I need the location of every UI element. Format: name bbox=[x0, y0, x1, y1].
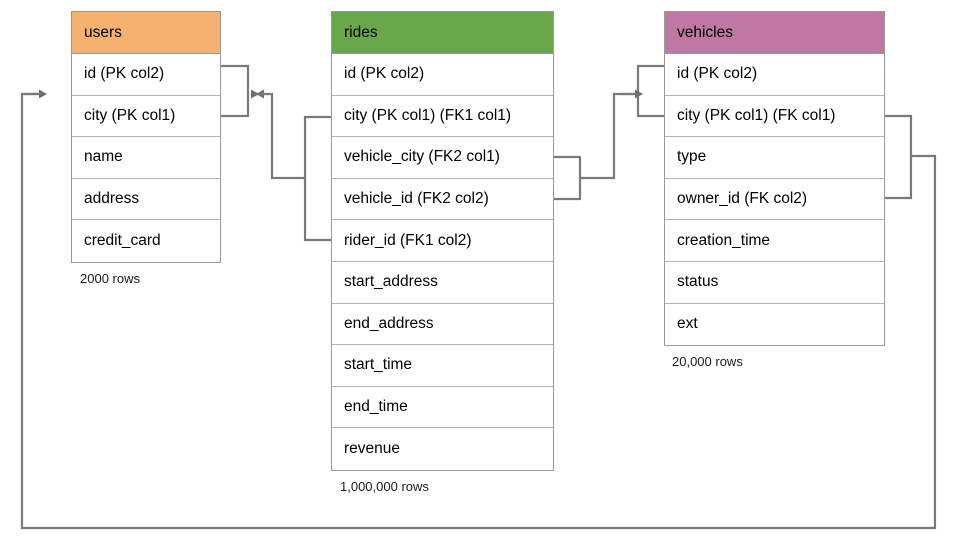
table-users-title: users bbox=[84, 23, 122, 41]
rowcount-vehicles: 20,000 rows bbox=[672, 354, 743, 369]
column-users-id[interactable]: id (PK col2) bbox=[72, 54, 220, 96]
column-vehicles-owner-id[interactable]: owner_id (FK col2) bbox=[665, 178, 884, 221]
column-rides-vehicle-id[interactable]: vehicle_id (FK2 col2) bbox=[332, 178, 553, 221]
table-users[interactable]: users id (PK col2) city (PK col1) name a… bbox=[71, 11, 221, 263]
rowcount-users: 2000 rows bbox=[80, 271, 140, 286]
column-vehicles-ext[interactable]: ext bbox=[665, 303, 884, 346]
column-users-address[interactable]: address bbox=[72, 178, 220, 221]
column-users-credit-card[interactable]: credit_card bbox=[72, 220, 220, 262]
column-rides-start-address[interactable]: start_address bbox=[332, 261, 553, 304]
column-vehicles-status[interactable]: status bbox=[665, 261, 884, 304]
column-vehicles-type[interactable]: type bbox=[665, 137, 884, 179]
table-rides-header: rides bbox=[332, 12, 553, 54]
column-vehicles-id[interactable]: id (PK col2) bbox=[665, 54, 884, 96]
column-rides-end-time[interactable]: end_time bbox=[332, 386, 553, 429]
table-vehicles-header: vehicles bbox=[665, 12, 884, 54]
column-rides-end-address[interactable]: end_address bbox=[332, 303, 553, 346]
column-rides-vehicle-city[interactable]: vehicle_city (FK2 col1) bbox=[332, 137, 553, 179]
table-vehicles-title: vehicles bbox=[677, 23, 733, 41]
column-rides-city[interactable]: city (PK col1) (FK1 col1) bbox=[332, 95, 553, 138]
column-rides-start-time[interactable]: start_time bbox=[332, 345, 553, 387]
column-vehicles-creation-time[interactable]: creation_time bbox=[665, 220, 884, 262]
table-rides[interactable]: rides id (PK col2) city (PK col1) (FK1 c… bbox=[331, 11, 554, 471]
column-users-name[interactable]: name bbox=[72, 137, 220, 179]
column-rides-id[interactable]: id (PK col2) bbox=[332, 54, 553, 96]
connector-rides-vehicle-to-vehicles bbox=[554, 64, 664, 201]
table-users-header: users bbox=[72, 12, 220, 54]
column-rides-rider-id[interactable]: rider_id (FK1 col2) bbox=[332, 220, 553, 262]
table-vehicles[interactable]: vehicles id (PK col2) city (PK col1) (FK… bbox=[664, 11, 885, 347]
table-rides-title: rides bbox=[344, 23, 378, 41]
column-vehicles-city[interactable]: city (PK col1) (FK col1) bbox=[665, 95, 884, 138]
rowcount-rides: 1,000,000 rows bbox=[340, 479, 429, 494]
column-users-city[interactable]: city (PK col1) bbox=[72, 95, 220, 138]
column-rides-revenue[interactable]: revenue bbox=[332, 428, 553, 470]
connector-rides-rider-to-users bbox=[221, 64, 331, 242]
